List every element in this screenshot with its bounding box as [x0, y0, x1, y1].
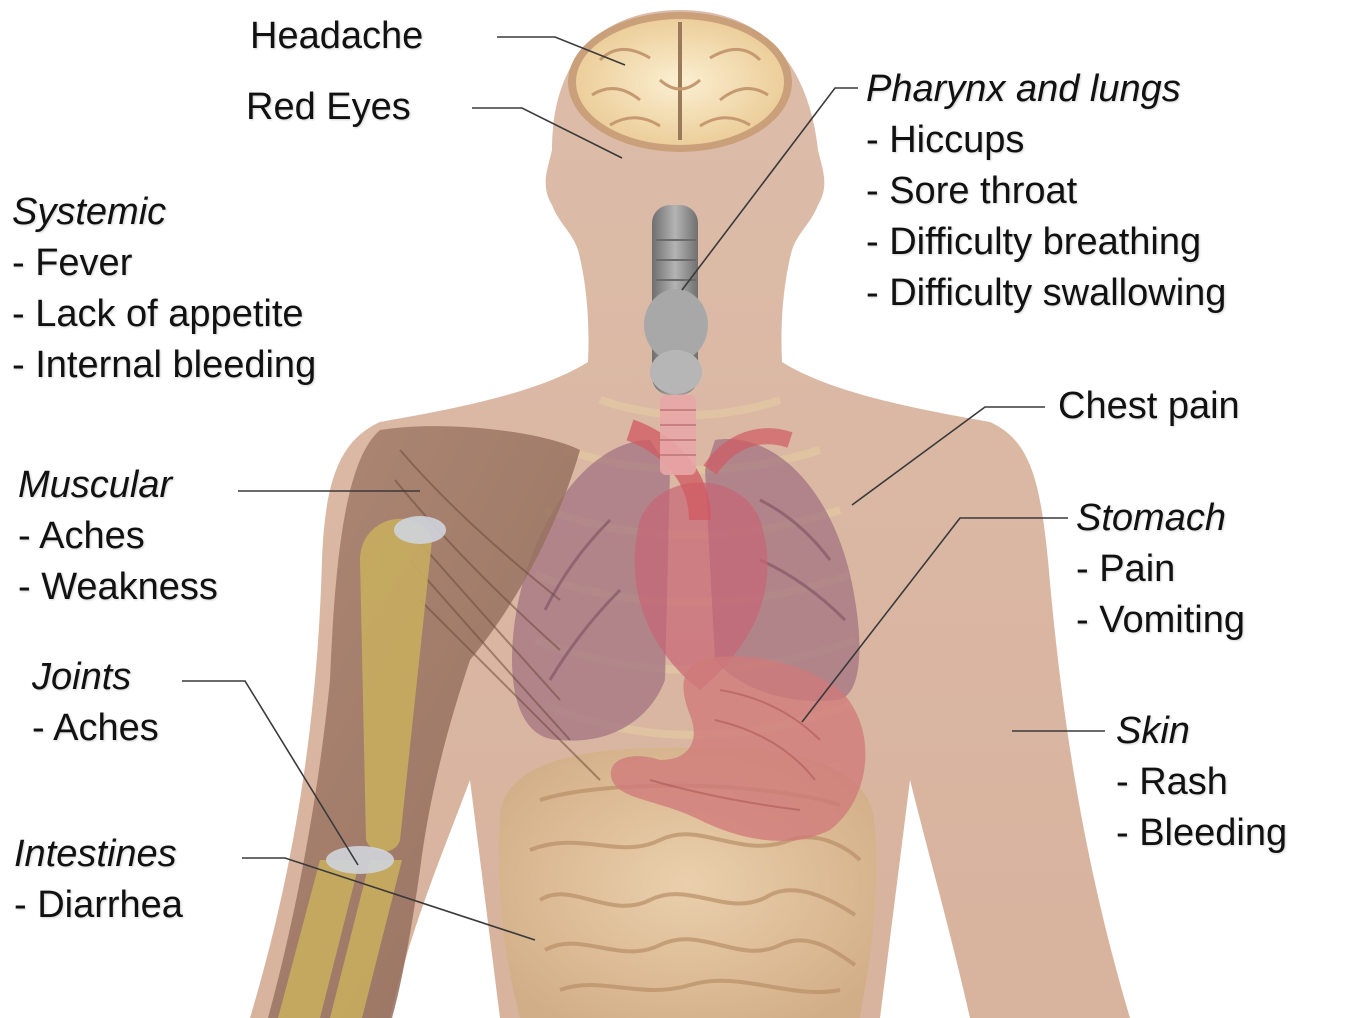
- brain: [568, 12, 792, 152]
- label-red-eyes: Red Eyes: [246, 82, 411, 133]
- intestines-item: - Diarrhea: [14, 880, 183, 931]
- muscular-heading: Muscular: [18, 460, 218, 511]
- systemic-item: - Fever: [12, 238, 316, 289]
- skin-item: - Bleeding: [1116, 808, 1287, 859]
- skin-heading: Skin: [1116, 706, 1287, 757]
- pharynx-item: - Hiccups: [866, 115, 1226, 166]
- muscular-item: - Weakness: [18, 562, 218, 613]
- pharynx-item: - Sore throat: [866, 166, 1226, 217]
- label-muscular: Muscular - Aches - Weakness: [18, 460, 218, 613]
- skin-item: - Rash: [1116, 757, 1287, 808]
- joints-heading: Joints: [32, 652, 159, 703]
- systemic-item: - Lack of appetite: [12, 289, 316, 340]
- headache-text: Headache: [250, 15, 423, 57]
- pharynx-item: - Difficulty breathing: [866, 217, 1226, 268]
- label-stomach: Stomach - Pain - Vomiting: [1076, 493, 1245, 646]
- joints-item: - Aches: [32, 703, 159, 754]
- systemic-item: - Internal bleeding: [12, 340, 316, 391]
- label-chest-pain: Chest pain: [1058, 381, 1240, 432]
- stomach-heading: Stomach: [1076, 493, 1245, 544]
- label-skin: Skin - Rash - Bleeding: [1116, 706, 1287, 859]
- red-eyes-text: Red Eyes: [246, 86, 411, 128]
- pharynx-item: - Difficulty swallowing: [866, 268, 1226, 319]
- label-pharynx-and-lungs: Pharynx and lungs - Hiccups - Sore throa…: [866, 64, 1226, 319]
- systemic-heading: Systemic: [12, 187, 316, 238]
- stomach-item: - Vomiting: [1076, 595, 1245, 646]
- pharynx-heading: Pharynx and lungs: [866, 64, 1226, 115]
- intestines-heading: Intestines: [14, 829, 183, 880]
- label-headache: Headache: [250, 11, 423, 62]
- muscular-item: - Aches: [18, 511, 218, 562]
- label-joints: Joints - Aches: [32, 652, 159, 754]
- stomach-item: - Pain: [1076, 544, 1245, 595]
- label-systemic: Systemic - Fever - Lack of appetite - In…: [12, 187, 316, 391]
- label-intestines: Intestines - Diarrhea: [14, 829, 183, 931]
- chest-pain-text: Chest pain: [1058, 385, 1240, 427]
